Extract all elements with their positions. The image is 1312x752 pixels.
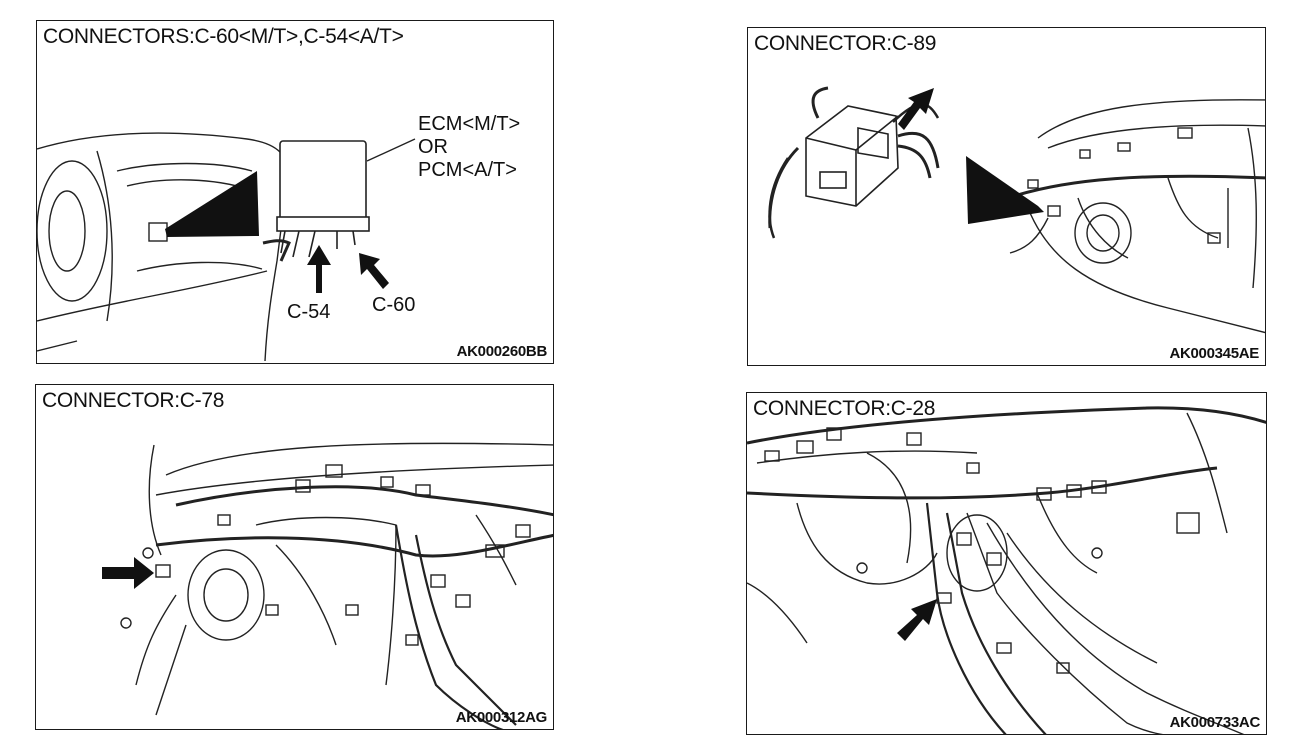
panel-title: CONNECTOR:C-28 (753, 397, 936, 420)
arrow-c60 (359, 253, 389, 289)
ecm-label-line1: ECM<M/T> (418, 113, 521, 135)
ecm-module (262, 138, 416, 262)
panel-connector-c28: CONNECTOR:C-28 AK000733AC (746, 392, 1267, 735)
figure-code: AK000733AC (1169, 714, 1261, 731)
figure-code: AK000260BB (456, 343, 548, 360)
c89-location-illustration (768, 86, 1265, 334)
pointer-wedge (966, 156, 1044, 224)
panel-connector-c78: CONNECTOR:C-78 AK000312AG (35, 384, 554, 730)
dashboard-harness (120, 442, 553, 729)
dashboard-harness (1007, 99, 1265, 334)
figure-code: AK000345AE (1169, 345, 1259, 362)
label-c54: C-54 (287, 301, 331, 323)
arrow-c89 (898, 88, 934, 130)
panel-title: CONNECTOR:C-89 (754, 32, 937, 55)
arrow-c78 (102, 557, 154, 589)
ecm-location-box (148, 222, 168, 242)
arrow-c28 (897, 599, 937, 641)
pointer-wedge (165, 171, 259, 237)
figure-code: AK000312AG (455, 709, 548, 726)
arrow-c54 (307, 245, 331, 293)
panel-connector-c89: CONNECTOR:C-89 AK000345AE (747, 27, 1266, 366)
ecm-label-line3: PCM<A/T> (418, 159, 517, 181)
panel-title: CONNECTOR:C-78 (42, 389, 225, 412)
dashboard-harness (747, 406, 1266, 734)
c28-location-illustration (747, 406, 1266, 734)
label-c60: C-60 (372, 294, 416, 316)
panel-connector-c60-c54: CONNECTORS:C-60<M/T>,C-54<A/T> ECM<M/T> … (36, 20, 554, 364)
panel-title: CONNECTORS:C-60<M/T>,C-54<A/T> (43, 25, 404, 48)
ecm-location-illustration (37, 132, 416, 362)
ecm-label-line2: OR (418, 136, 448, 158)
c78-location-illustration (102, 442, 553, 729)
